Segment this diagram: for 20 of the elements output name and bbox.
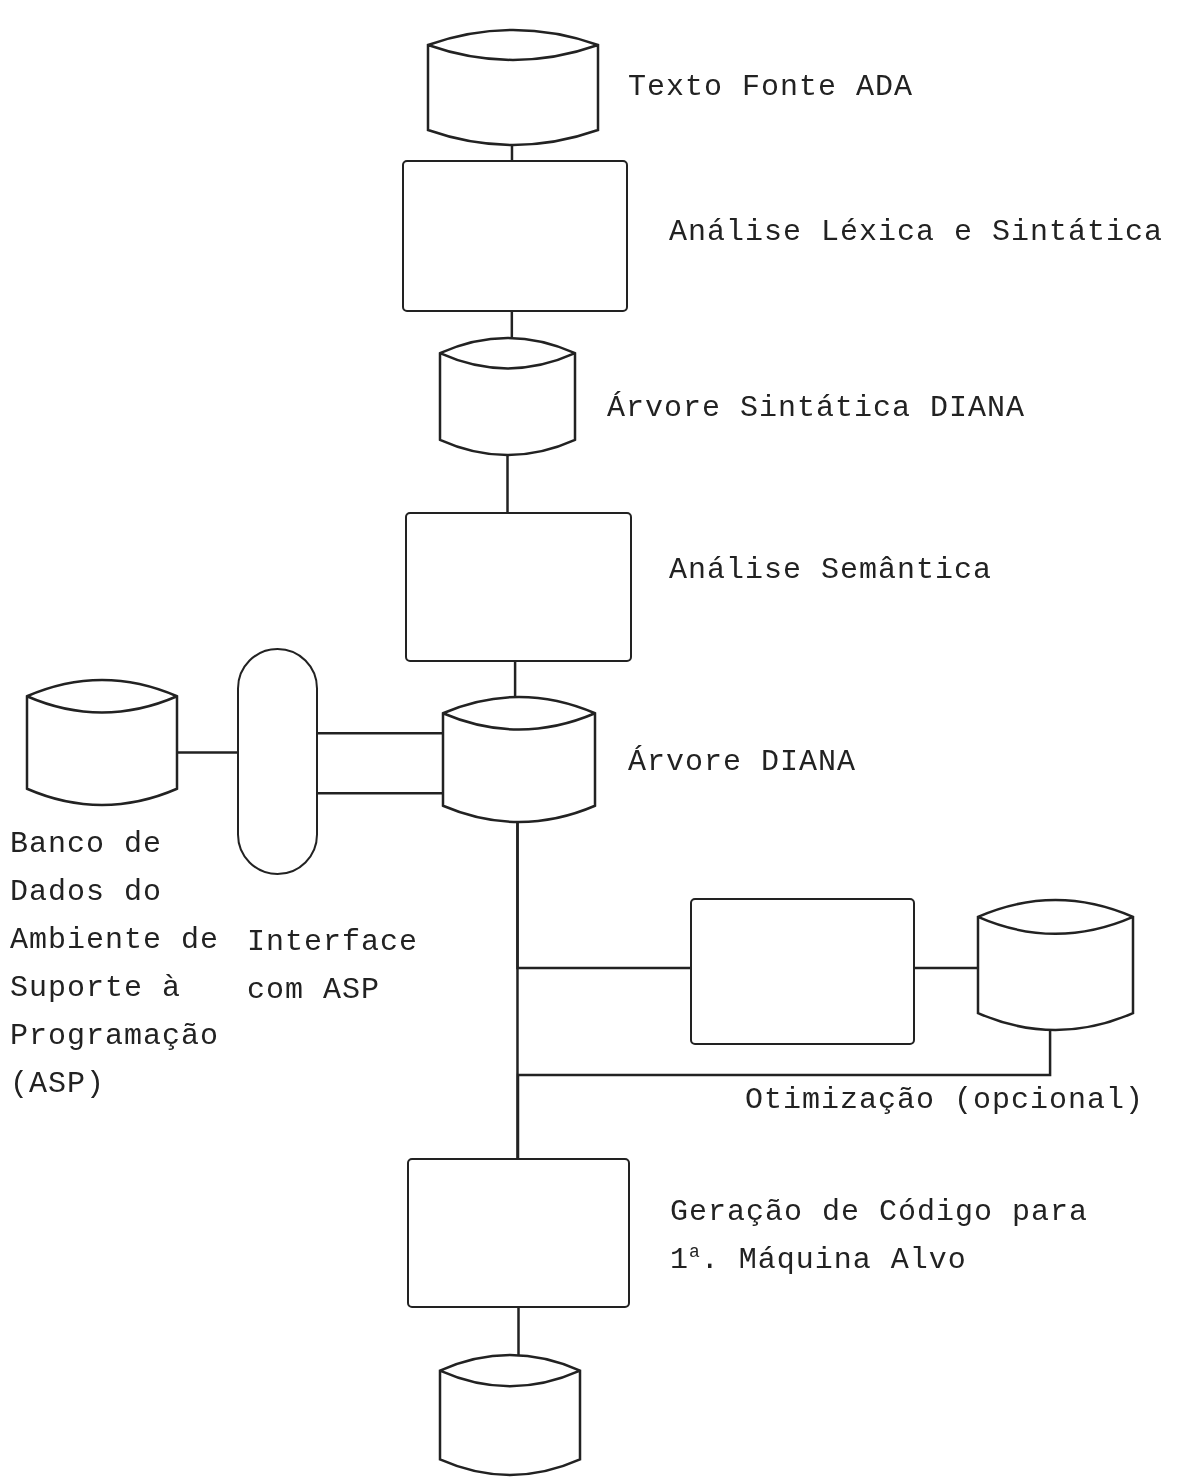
node-label: Análise Semântica [669,552,994,589]
node-label: Geração de Código para 1$^{a}$. Máquina Alvo [670,1194,1090,1279]
connector-line [516,822,519,1158]
node-label: Árvore Sintática DIANA [607,390,1027,427]
connector-line [517,1308,520,1355]
connector-line [318,792,443,795]
node-label: Interface com ASP [247,924,420,1009]
connector-line [506,455,509,512]
node-label: Texto Fonte ADA [628,69,915,106]
branch-label: Otimização (opcional) [745,1082,1145,1119]
node-label: Análise Léxica e Sintática [669,214,1165,251]
node-label: Banco de Dados do Ambiente de Suporte à Programação (ASP) [10,826,221,1103]
connector-line [915,966,978,970]
process-box [690,898,915,1045]
connector-line [318,732,443,735]
connector-line [177,751,237,754]
connector-line [510,312,514,338]
connector-line [516,1030,1052,1158]
node-label: Árvore DIANA [628,744,858,781]
connector-line [513,662,517,697]
